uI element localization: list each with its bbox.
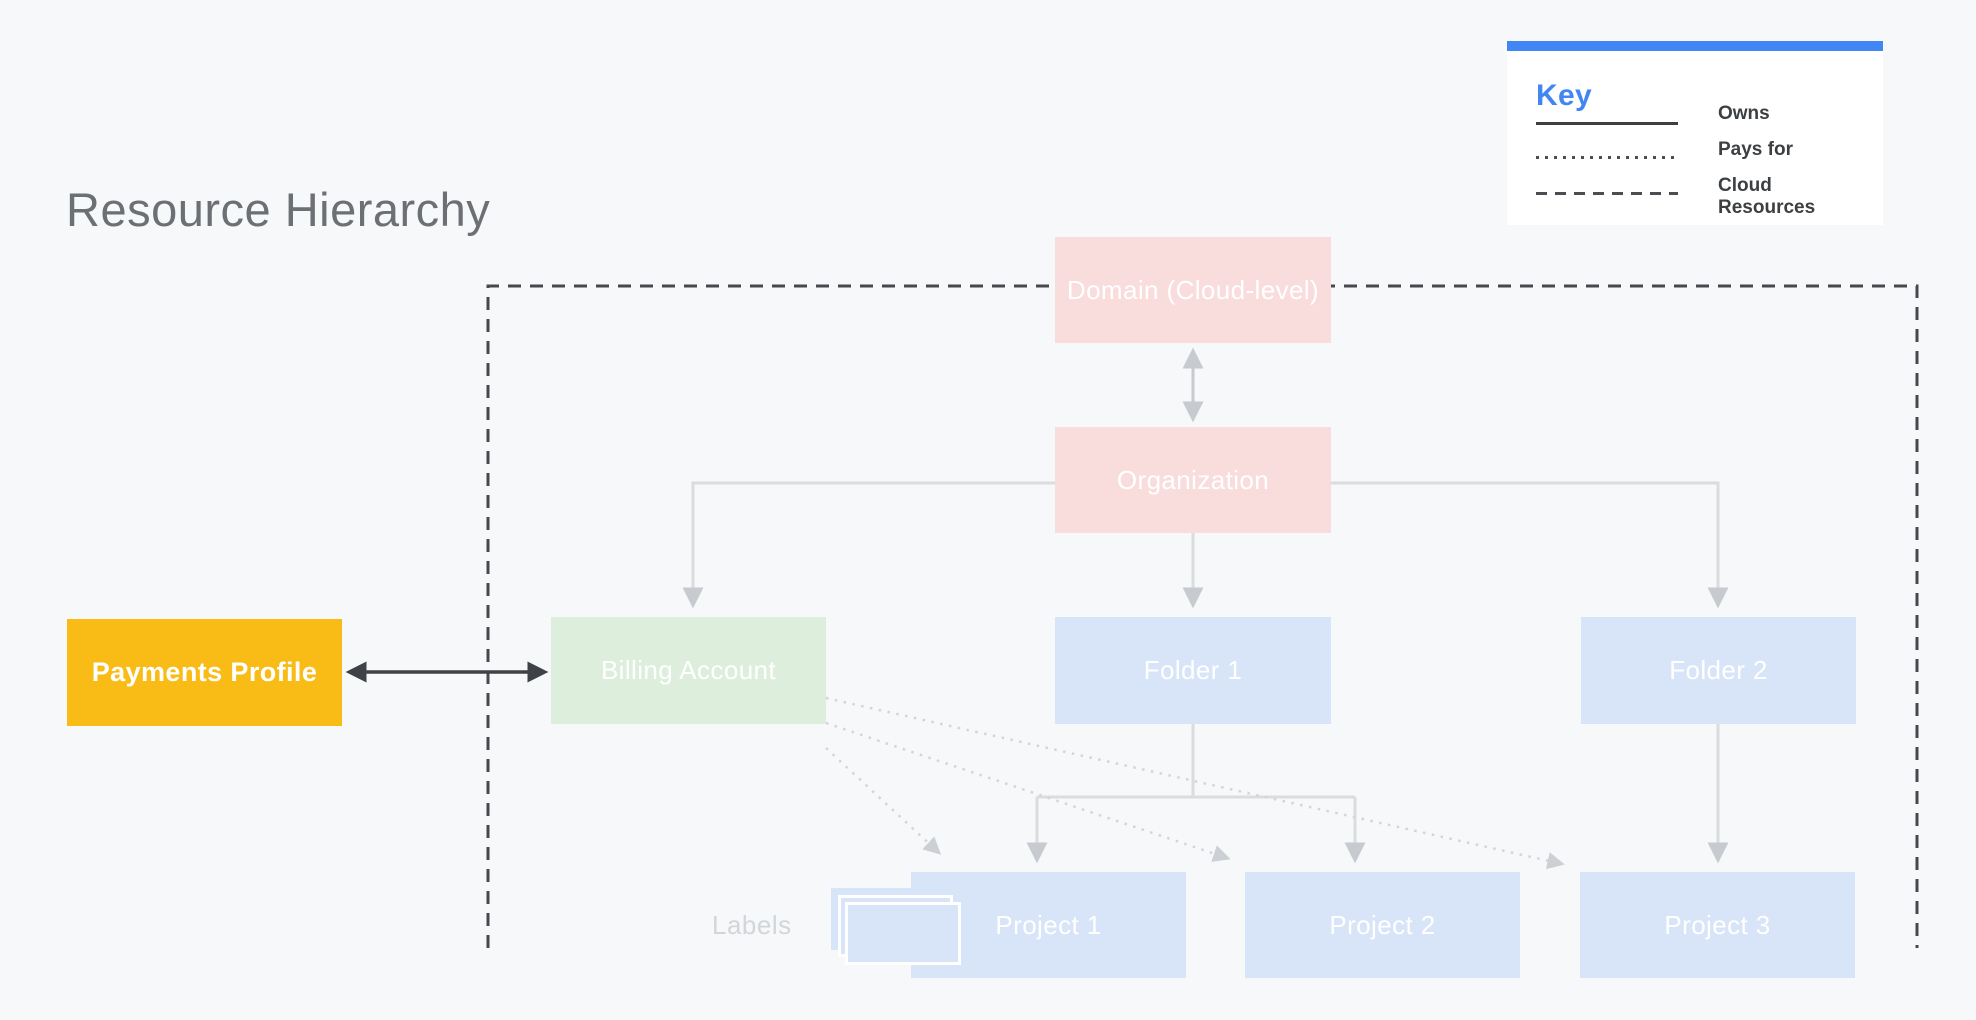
node-folder-1: Folder 1	[1055, 617, 1331, 724]
page-title: Resource Hierarchy	[66, 183, 491, 236]
legend-item-owns: Owns	[1718, 103, 1770, 124]
legend-title: Key	[1536, 79, 1592, 112]
node-project-3-label: Project 3	[1664, 909, 1771, 940]
node-folder-1-label: Folder 1	[1143, 655, 1243, 685]
legend-panel: Key Owns Pays for Cloud Resources	[1507, 41, 1883, 225]
node-organization: Organization	[1055, 427, 1331, 533]
labels-caption: Labels	[712, 910, 792, 940]
legend-accent-bar	[1507, 41, 1883, 51]
legend-dotted-line-sample	[1536, 156, 1678, 159]
node-billing-account-label: Billing Account	[600, 655, 777, 685]
owns-edge-organization-billing	[682, 481, 1055, 609]
legend-solid-line-sample	[1536, 122, 1678, 125]
paysfor-edge-billing-project1	[825, 747, 942, 855]
paysfor-edge-billing-project2	[825, 721, 1231, 862]
node-domain-label: Domain (Cloud-level)	[1066, 274, 1320, 305]
node-payments-profile: Payments Profile	[67, 619, 342, 726]
owns-edge-organization-folder2	[1331, 481, 1729, 609]
legend-dashed-line-sample	[1536, 192, 1678, 195]
node-folder-2-label: Folder 2	[1669, 655, 1768, 685]
node-domain: Domain (Cloud-level)	[1055, 237, 1331, 343]
legend-item-cloud-resources: Cloud Resources	[1718, 175, 1816, 218]
node-project-3: Project 3	[1580, 872, 1855, 978]
node-folder-2: Folder 2	[1581, 617, 1856, 724]
stacked-cards-icon	[845, 902, 961, 965]
node-organization-label: Organization	[1116, 464, 1270, 495]
node-project-1-label: Project 1	[995, 909, 1102, 940]
node-project-2-label: Project 2	[1329, 909, 1436, 940]
node-payments-profile-label: Payments Profile	[91, 657, 318, 687]
folder1-connector-bar	[1037, 724, 1355, 799]
node-billing-account: Billing Account	[551, 617, 826, 724]
node-project-2: Project 2	[1245, 872, 1520, 978]
legend-item-pays-for: Pays for	[1718, 139, 1793, 160]
